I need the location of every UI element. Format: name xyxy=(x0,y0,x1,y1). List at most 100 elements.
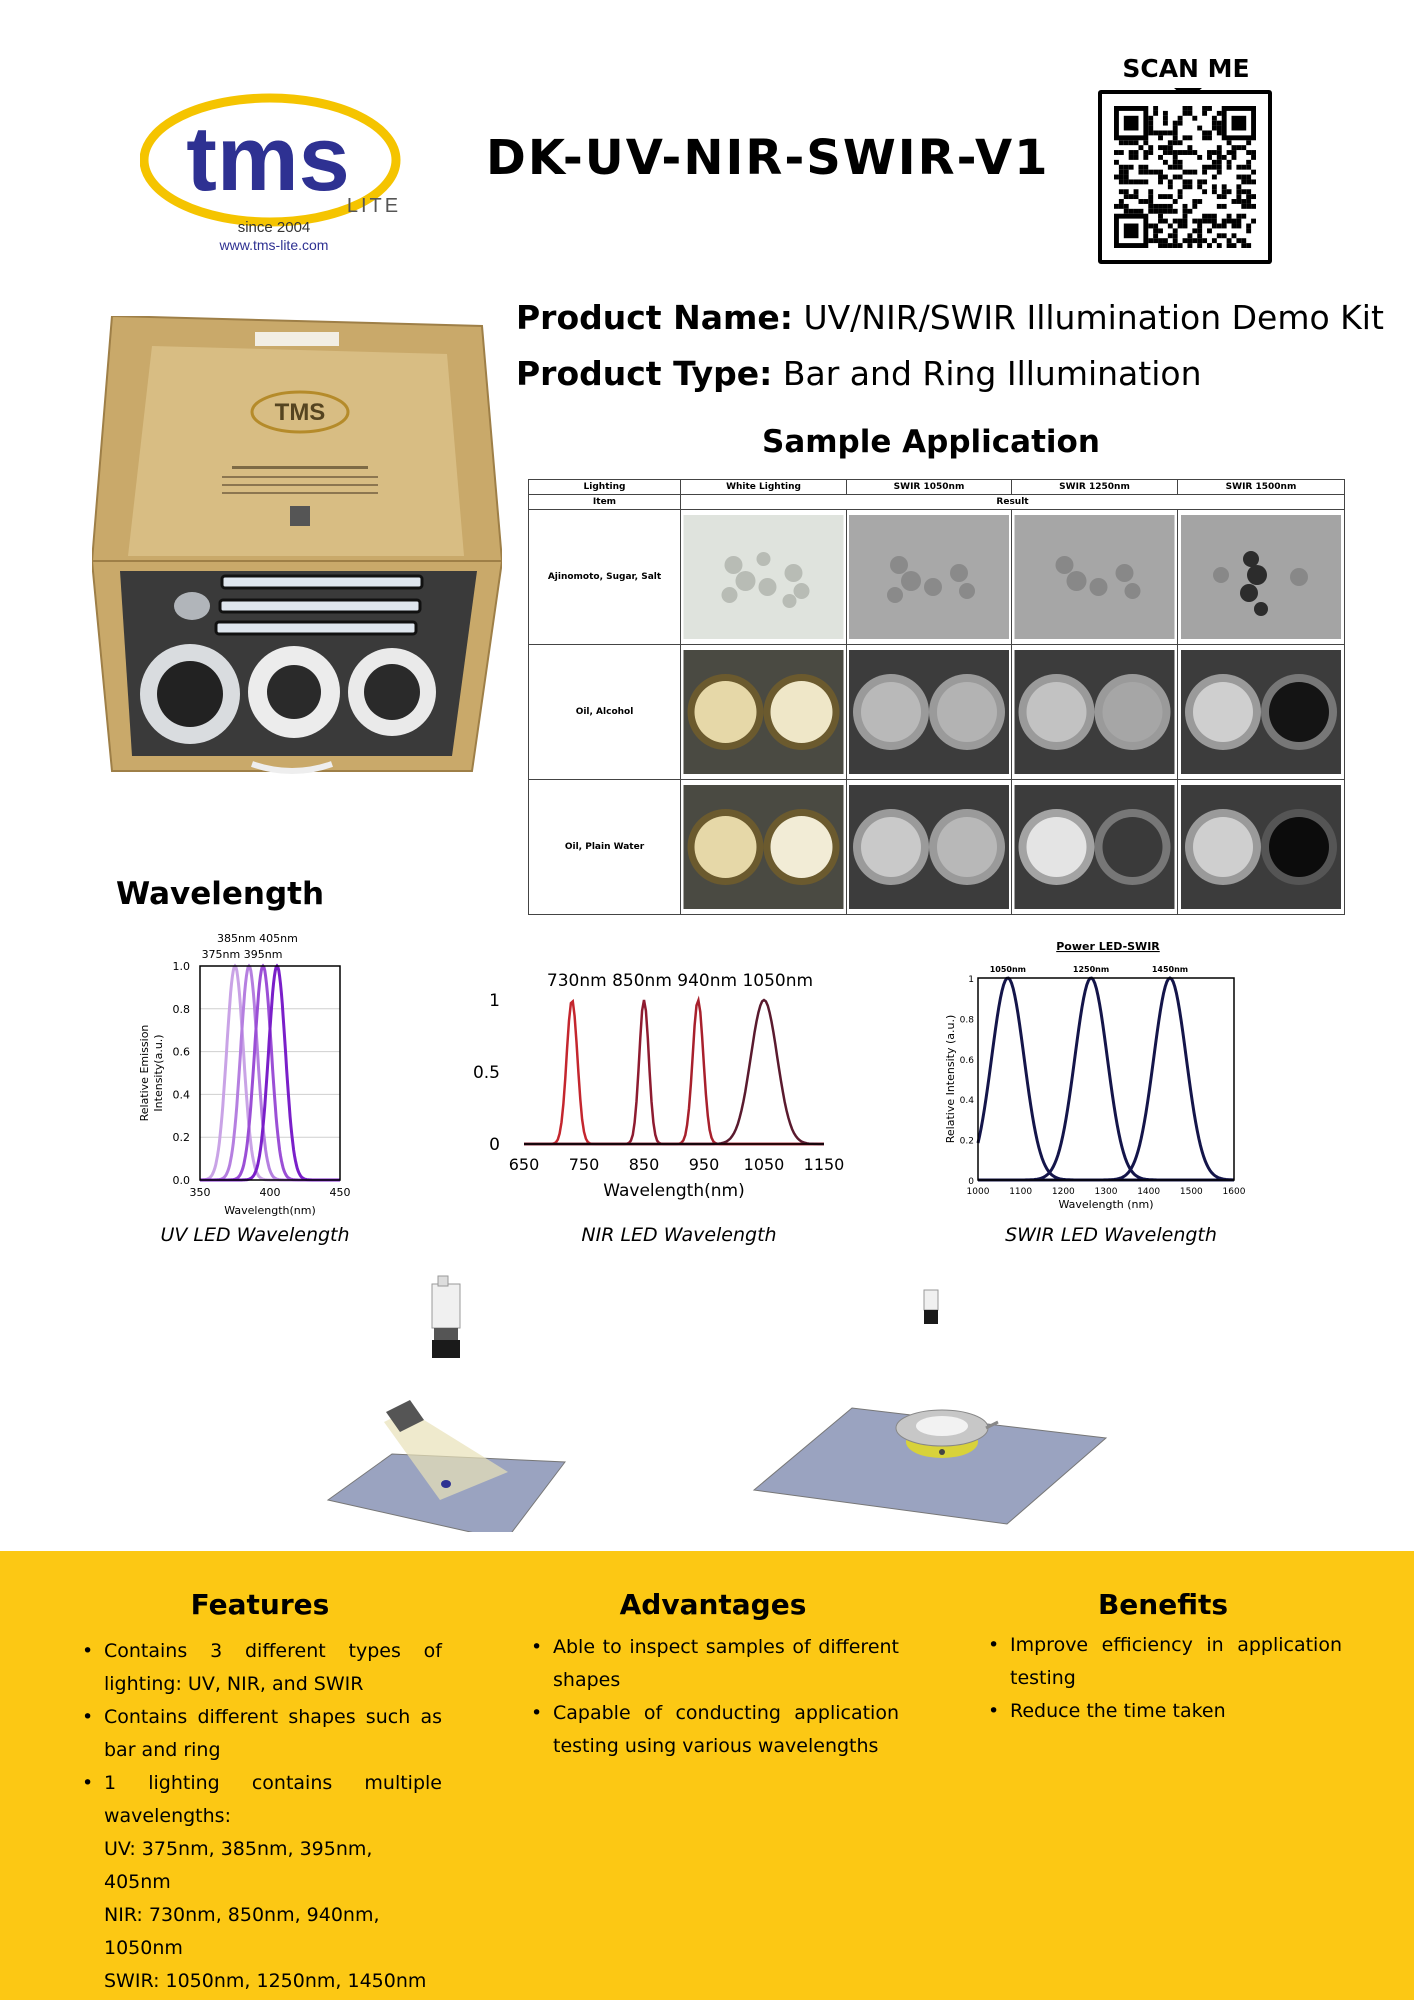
sample-image xyxy=(683,785,844,909)
qr-module xyxy=(1162,203,1168,209)
qr-module xyxy=(1202,130,1208,136)
y-tick-label: 0.2 xyxy=(960,1137,974,1147)
header-cell: SWIR 1050nm xyxy=(846,479,1012,495)
qr-module xyxy=(1158,179,1163,185)
qr-module xyxy=(1246,189,1252,195)
qr-module xyxy=(1236,199,1242,204)
qr-module xyxy=(1226,140,1232,146)
qr-module xyxy=(1143,140,1149,146)
qr-module xyxy=(1197,233,1203,239)
table-row: Ajinomoto, Sugar, Salt xyxy=(528,509,1345,645)
qr-module xyxy=(1177,164,1183,170)
qr-module xyxy=(1216,169,1222,175)
plot-frame xyxy=(977,977,1235,1181)
qr-module xyxy=(1172,233,1178,239)
qr-module xyxy=(1172,218,1178,224)
qr-module xyxy=(1128,208,1134,214)
qr-module xyxy=(1211,120,1217,126)
x-tick-label: 1500 xyxy=(1180,1187,1203,1197)
qr-finder xyxy=(1123,223,1139,239)
qr-module xyxy=(1177,218,1183,224)
qr-module xyxy=(1158,228,1163,234)
qr-module xyxy=(1172,243,1178,248)
qr-module xyxy=(1167,150,1173,155)
qr-module xyxy=(1216,159,1222,165)
qr-module xyxy=(1187,169,1193,175)
qr-module xyxy=(1182,184,1188,190)
qr-module xyxy=(1226,243,1232,248)
qr-module xyxy=(1123,194,1129,200)
qr-module xyxy=(1221,203,1227,209)
qr-module xyxy=(1158,238,1163,244)
qr-module xyxy=(1231,233,1237,239)
qr-module xyxy=(1143,164,1149,170)
qr-module xyxy=(1162,238,1168,244)
y-tick-label: 0.6 xyxy=(173,1046,191,1059)
uv-chart-caption: UV LED Wavelength xyxy=(160,1224,350,1246)
qr-module xyxy=(1211,125,1217,131)
qr-module xyxy=(1202,169,1208,175)
qr-module xyxy=(1241,174,1247,180)
y-tick-label: 1 xyxy=(968,975,974,985)
qr-module xyxy=(1197,228,1203,234)
y-tick-label: 0.4 xyxy=(960,1096,975,1106)
qr-module xyxy=(1231,218,1237,224)
qr-module xyxy=(1182,110,1188,116)
qr-module xyxy=(1197,154,1203,160)
qr-module xyxy=(1187,208,1193,214)
qr-module xyxy=(1167,194,1173,200)
sample-image xyxy=(849,515,1009,639)
qr-module xyxy=(1162,130,1168,136)
sample-image xyxy=(1181,515,1341,639)
qr-module xyxy=(1221,189,1227,195)
qr-module xyxy=(1153,233,1159,239)
qr-module xyxy=(1153,238,1159,244)
sample-application-title: Sample Application xyxy=(762,424,1100,460)
y-tick-label: 0.6 xyxy=(960,1056,975,1066)
qr-module xyxy=(1231,243,1237,248)
qr-module xyxy=(1246,243,1252,248)
list-item: Contains 3 different types of lighting: … xyxy=(78,1635,442,1701)
y-tick-label: 0.5 xyxy=(473,1063,500,1083)
qr-module xyxy=(1207,150,1212,155)
qr-module xyxy=(1158,243,1163,248)
y-tick-label: 1 xyxy=(489,991,500,1011)
qr-module xyxy=(1153,106,1159,111)
qr-module xyxy=(1123,164,1129,170)
x-tick-label: 1400 xyxy=(1137,1187,1160,1197)
qr-code[interactable] xyxy=(1098,90,1272,264)
header-cell: SWIR 1500nm xyxy=(1177,479,1345,495)
qr-module xyxy=(1236,164,1242,170)
qr-module xyxy=(1182,169,1188,175)
qr-module xyxy=(1148,199,1154,204)
qr-module xyxy=(1187,179,1193,185)
qr-module xyxy=(1128,194,1134,200)
row-label: Ajinomoto, Sugar, Salt xyxy=(528,509,681,645)
qr-module xyxy=(1251,203,1256,209)
row-label: Oil, Alcohol xyxy=(528,644,681,780)
qr-module xyxy=(1236,213,1242,219)
features-column: Features Contains 3 different types of l… xyxy=(78,1588,442,1998)
peak-label: 1250nm xyxy=(1073,965,1109,974)
qr-module xyxy=(1162,159,1168,165)
qr-module xyxy=(1207,243,1212,248)
qr-module xyxy=(1207,130,1212,136)
chart-title: Power LED-SWIR xyxy=(1056,940,1160,953)
qr-module xyxy=(1148,150,1154,155)
qr-module xyxy=(1172,130,1178,136)
qr-module xyxy=(1172,174,1178,180)
x-axis-label: Wavelength(nm) xyxy=(603,1181,744,1201)
qr-module xyxy=(1118,199,1124,204)
qr-module xyxy=(1192,150,1198,155)
qr-module xyxy=(1251,154,1256,160)
qr-module xyxy=(1138,179,1144,185)
qr-module xyxy=(1221,194,1227,200)
qr-module xyxy=(1207,106,1212,111)
qr-module xyxy=(1167,233,1173,239)
qr-module xyxy=(1246,140,1252,146)
nir-chart-caption: NIR LED Wavelength xyxy=(581,1224,777,1246)
qr-module xyxy=(1241,164,1247,170)
svg-text:TMS: TMS xyxy=(275,399,326,426)
